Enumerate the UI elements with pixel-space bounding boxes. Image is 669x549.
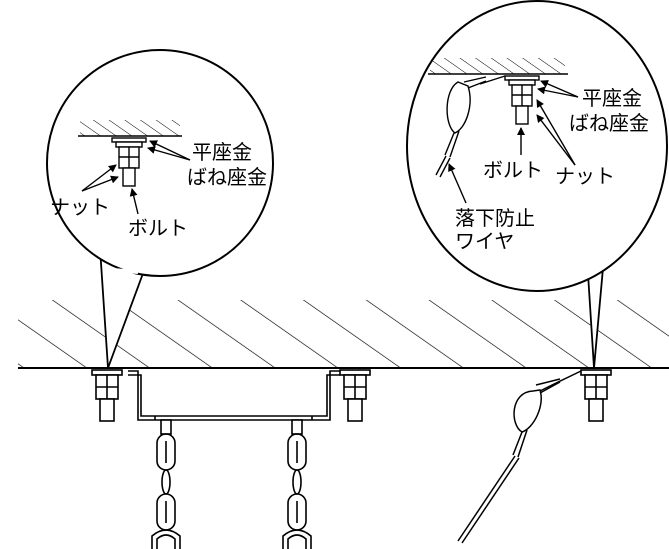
label-bolt: ボルト — [128, 216, 188, 240]
label-spring-washer: ばね座金 — [187, 165, 267, 189]
bolt-assembly-right — [580, 369, 612, 422]
label-bolt: ボルト — [483, 158, 543, 182]
callout-right: 平座金 ばね座金 ボルト ナット 落下防止 ワイヤ — [406, 0, 668, 369]
label-flat-washer: 平座金 — [582, 86, 642, 110]
chain-left — [151, 419, 181, 549]
label-flat-washer: 平座金 — [192, 140, 252, 164]
label-nut: ナット — [555, 164, 615, 188]
label-spring-washer: ばね座金 — [569, 111, 649, 135]
fall-prevention-wire — [457, 370, 582, 544]
hanger-bracket — [128, 370, 340, 421]
bolt-assembly-middle — [339, 369, 371, 422]
chain-right — [282, 419, 312, 549]
bolt-assembly-left — [91, 369, 123, 422]
label-wire-line1: 落下防止 — [455, 206, 535, 230]
label-wire-line2: ワイヤ — [455, 229, 514, 253]
label-nut: ナット — [50, 195, 110, 219]
callout-left: 平座金 ばね座金 ナット ボルト — [46, 49, 274, 369]
